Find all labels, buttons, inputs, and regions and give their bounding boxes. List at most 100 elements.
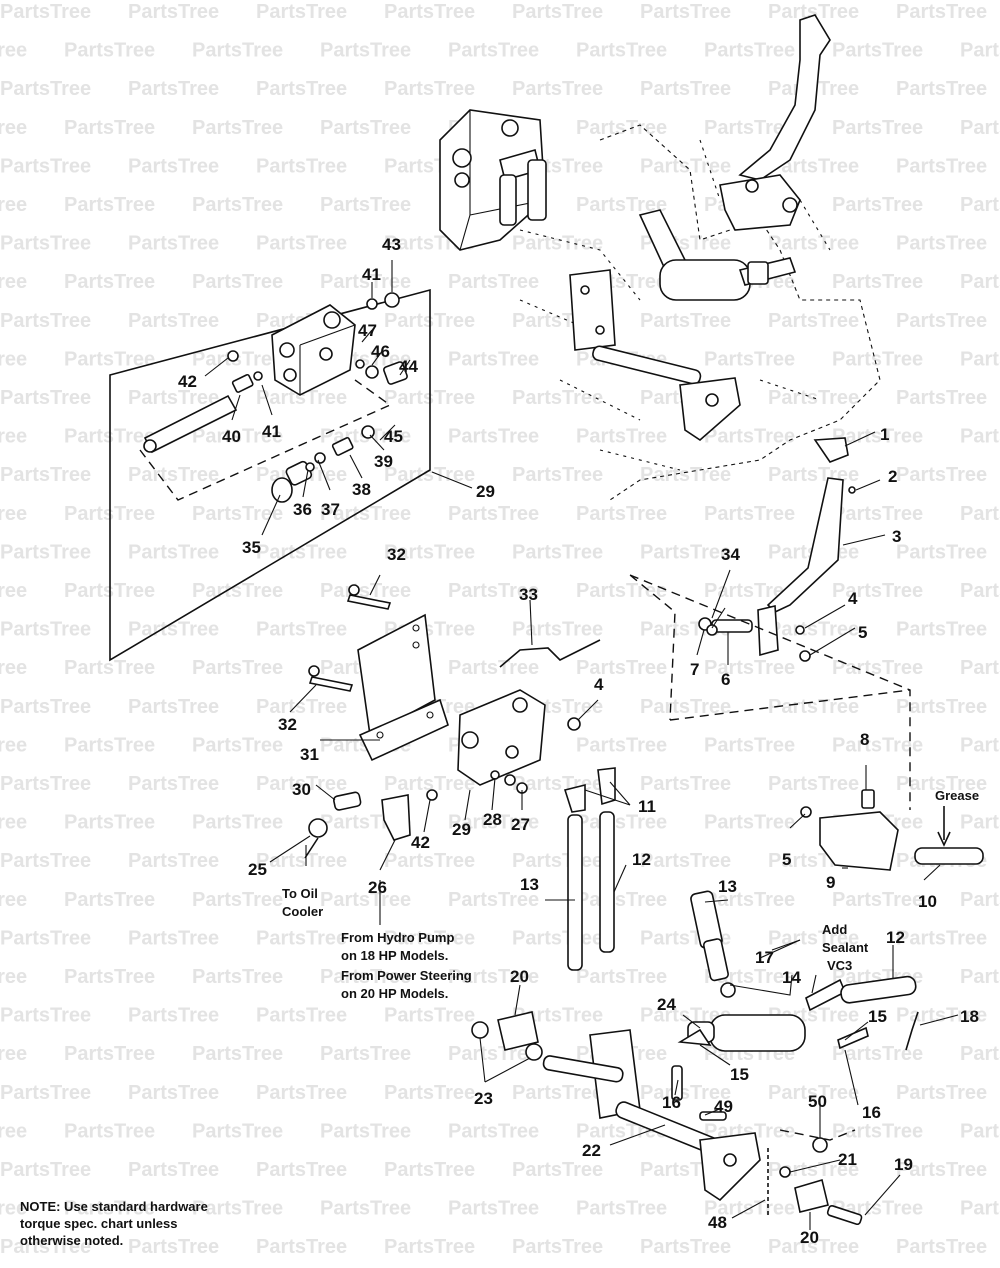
callout-41: 41 xyxy=(362,265,381,284)
watermark-text: PartsTree xyxy=(768,1159,859,1181)
watermark-text: PartsTree xyxy=(384,78,475,100)
callout-7: 7 xyxy=(690,660,699,679)
watermark-text: PartsTree xyxy=(896,233,987,255)
watermark-text: PartsTree xyxy=(896,927,987,949)
watermark-text: PartsTree xyxy=(256,1159,347,1181)
callout-12: 12 xyxy=(632,850,651,869)
watermark-text: PartsTree xyxy=(128,927,219,949)
watermark-text: PartsTree xyxy=(448,40,539,62)
watermark-text: PartsTree xyxy=(768,310,859,332)
lever-assembly xyxy=(629,437,984,871)
watermark-text: PartsTree xyxy=(0,1236,91,1258)
watermark-text: PartsTree xyxy=(192,194,283,216)
watermark-text: PartsTree xyxy=(0,812,27,834)
callout-12b: 12 xyxy=(886,928,905,947)
callout-50: 50 xyxy=(808,1092,827,1111)
callout-1: 1 xyxy=(880,425,889,444)
watermark-text: PartsTree xyxy=(256,541,347,563)
grease-label: Grease xyxy=(935,788,979,803)
callout-23: 23 xyxy=(474,1089,493,1108)
callout-48: 48 xyxy=(708,1213,727,1232)
watermark-text: PartsTree xyxy=(832,657,923,679)
watermark-text: PartsTree xyxy=(832,271,923,293)
hydro-line-1: From Hydro Pump xyxy=(341,930,454,945)
watermark-text: PartsTree xyxy=(192,1120,283,1142)
callout-17: 17 xyxy=(755,948,774,967)
watermark-text: PartsTree xyxy=(0,1043,27,1065)
watermark-text: PartsTree xyxy=(448,1198,539,1220)
watermark-text: PartsTree xyxy=(0,387,91,409)
watermark-text: PartsTree xyxy=(960,426,1000,448)
watermark-text: PartsTree xyxy=(832,889,923,911)
watermark-text: PartsTree xyxy=(896,1,987,23)
watermark-text: PartsTree xyxy=(0,850,91,872)
watermark-text: PartsTree xyxy=(640,78,731,100)
watermark-text: PartsTree xyxy=(128,773,219,795)
watermark-text: PartsTree xyxy=(256,927,347,949)
oil-cooler-line-1: To Oil xyxy=(282,886,318,901)
watermark-text: PartsTree xyxy=(128,541,219,563)
watermark-text: PartsTree xyxy=(640,1082,731,1104)
callout-35: 35 xyxy=(242,538,261,557)
watermark-text: PartsTree xyxy=(768,1236,859,1258)
leader-lines xyxy=(204,260,959,1230)
watermark-text: PartsTree xyxy=(576,734,667,756)
watermark-text: PartsTree xyxy=(512,1082,603,1104)
watermark-text: PartsTree xyxy=(128,78,219,100)
watermark-text: PartsTree xyxy=(256,1005,347,1027)
watermark-text: PartsTree xyxy=(384,541,475,563)
watermark-text: PartsTree xyxy=(896,1236,987,1258)
watermark-text: PartsTree xyxy=(960,1043,1000,1065)
callout-5: 5 xyxy=(858,623,867,642)
watermark-text: PartsTree xyxy=(960,1198,1000,1220)
watermark-text: PartsTree xyxy=(576,580,667,602)
watermark-text: PartsTree xyxy=(0,1159,91,1181)
watermark-text: PartsTree xyxy=(256,1236,347,1258)
callout-6: 6 xyxy=(721,670,730,689)
watermark-text: PartsTree xyxy=(704,426,795,448)
watermark-text: PartsTree xyxy=(128,464,219,486)
callout-24: 24 xyxy=(657,995,676,1014)
watermark-text: PartsTree xyxy=(64,966,155,988)
watermark-text: PartsTree xyxy=(512,233,603,255)
watermark-text: PartsTree xyxy=(512,850,603,872)
watermark-text: PartsTree xyxy=(320,117,411,139)
watermark-text: PartsTree xyxy=(448,657,539,679)
watermark-text: PartsTree xyxy=(768,619,859,641)
callout-18: 18 xyxy=(960,1007,979,1026)
watermark-text: PartsTree xyxy=(576,426,667,448)
watermark-text: PartsTree xyxy=(128,1159,219,1181)
watermark-text: PartsTree xyxy=(128,155,219,177)
watermark-text: PartsTree xyxy=(832,1120,923,1142)
watermark-text: PartsTree xyxy=(0,1082,91,1104)
callout-38: 38 xyxy=(352,480,371,499)
watermark-text: PartsTree xyxy=(896,310,987,332)
watermark-text: PartsTree xyxy=(576,889,667,911)
note-line-2: torque spec. chart unless xyxy=(20,1216,178,1231)
watermark-text: PartsTree xyxy=(960,348,1000,370)
watermark-text: PartsTree xyxy=(0,541,91,563)
watermark-text: PartsTree xyxy=(832,734,923,756)
watermark-text: PartsTree xyxy=(256,696,347,718)
watermark-text: PartsTree xyxy=(128,387,219,409)
callout-8: 8 xyxy=(860,730,869,749)
watermark-text: PartsTree xyxy=(576,503,667,525)
watermark-text: PartsTree xyxy=(384,850,475,872)
watermark-text: PartsTree xyxy=(704,812,795,834)
watermark-text: PartsTree xyxy=(512,464,603,486)
callout-37: 37 xyxy=(321,500,340,519)
watermark-text: PartsTree xyxy=(960,40,1000,62)
watermark-text: PartsTree xyxy=(320,194,411,216)
add-sealant-line-3: VC3 xyxy=(827,958,852,973)
watermark-text: PartsTree xyxy=(128,233,219,255)
watermark-text: PartsTree xyxy=(576,657,667,679)
callout-28: 28 xyxy=(483,810,502,829)
watermark-text: PartsTree xyxy=(640,773,731,795)
watermark-text: PartsTree xyxy=(64,1120,155,1142)
watermark-text: PartsTree xyxy=(256,619,347,641)
callout-41b: 41 xyxy=(262,422,281,441)
watermark-text: PartsTree xyxy=(960,117,1000,139)
watermark-text: PartsTree xyxy=(0,40,27,62)
callout-42b: 42 xyxy=(178,372,197,391)
watermark-text: PartsTree xyxy=(192,966,283,988)
